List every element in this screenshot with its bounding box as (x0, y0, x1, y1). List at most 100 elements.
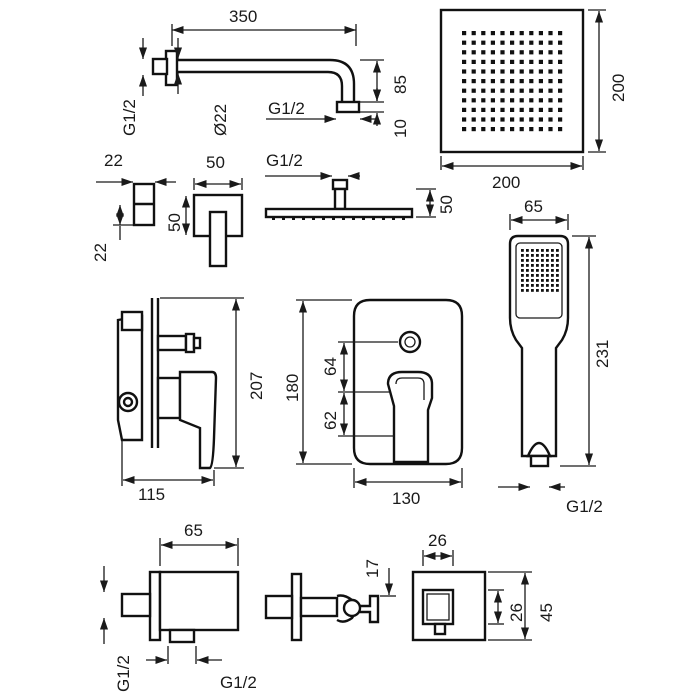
nozzle-dot (536, 259, 539, 262)
nozzle-dot (558, 79, 563, 84)
nozzle-dot (546, 274, 549, 277)
nozzle-dot (529, 127, 534, 132)
nozzle-dot (548, 31, 553, 36)
nozzle-dot (531, 269, 534, 272)
nozzle-dot (490, 107, 495, 112)
nozzle-dot (551, 269, 554, 272)
nozzle-dot (541, 254, 544, 257)
nozzle-tooth (352, 217, 355, 220)
nozzle-tooth (282, 217, 285, 220)
plate-width-label: 130 (392, 489, 420, 508)
hand-width-label: 65 (524, 197, 543, 216)
nozzle-dot (471, 117, 476, 122)
shower-head-side-view: G1/2 50 (264, 151, 456, 220)
nozzle-dot (500, 40, 505, 45)
nozzle-dot (462, 127, 467, 132)
valve-height-label: 207 (247, 372, 266, 400)
nozzle-dot (462, 117, 467, 122)
nozzle-dot (521, 274, 524, 277)
nozzle-dot (481, 31, 486, 36)
nozzle-dot (551, 289, 554, 292)
nozzle-dot (536, 249, 539, 252)
nozzle-dot (500, 107, 505, 112)
nozzle-dot (556, 269, 559, 272)
nozzle-dot (548, 59, 553, 64)
nozzle-dot (538, 40, 543, 45)
nozzle-tooth (272, 217, 275, 220)
nozzle-dot (548, 117, 553, 122)
nozzle-dot (490, 79, 495, 84)
nozzle-dot (526, 249, 529, 252)
nozzle-dot (529, 69, 534, 74)
nozzle-dot (551, 259, 554, 262)
nozzle-dot (548, 107, 553, 112)
nozzle-dot (526, 254, 529, 257)
nozzle-dot (529, 88, 534, 93)
nozzle-dot (510, 79, 515, 84)
valve-depth-label: 115 (138, 485, 165, 504)
nozzle-grid (462, 31, 563, 132)
rose-width-label: 22 (104, 151, 123, 170)
nozzle-dot (556, 274, 559, 277)
nozzle-dot (471, 88, 476, 93)
arm-length-label: 350 (229, 7, 257, 26)
nozzle-dot (556, 279, 559, 282)
nozzle-dot (556, 264, 559, 267)
diverter-knob-drawing: 50 50 (165, 153, 244, 268)
holder-outer-w-label: 26 (428, 531, 447, 550)
nozzle-dot (538, 107, 543, 112)
nozzle-dot (538, 127, 543, 132)
nozzle-dot (521, 259, 524, 262)
nozzle-dot (541, 279, 544, 282)
nozzle-dot (481, 59, 486, 64)
nozzle-dot (541, 264, 544, 267)
nozzle-dot (462, 50, 467, 55)
nozzle-dot (538, 88, 543, 93)
nozzle-dot (531, 249, 534, 252)
knob-width-label: 50 (206, 153, 225, 172)
nozzle-dot (500, 98, 505, 103)
nozzle-dot (526, 269, 529, 272)
nozzle-dot (529, 107, 534, 112)
nozzle-dot (519, 127, 524, 132)
nozzle-dot (519, 117, 524, 122)
nozzle-tooth (392, 217, 395, 220)
nozzle-dot (500, 69, 505, 74)
nozzle-dot (481, 98, 486, 103)
nozzle-dot (558, 31, 563, 36)
nozzle-dot (546, 254, 549, 257)
head-depth-label: 200 (609, 74, 628, 102)
nozzle-dot (529, 98, 534, 103)
nozzle-dot (526, 289, 529, 292)
nozzle-dot (558, 127, 563, 132)
nozzle-dot (536, 264, 539, 267)
nozzle-dot (481, 50, 486, 55)
nozzle-dot (548, 98, 553, 103)
nozzle-dot (548, 79, 553, 84)
nozzle-dot (471, 107, 476, 112)
nozzle-tooth (382, 217, 385, 220)
nozzle-dot (531, 254, 534, 257)
nozzle-tooth (312, 217, 315, 220)
nozzle-dot (510, 107, 515, 112)
nozzle-dot (490, 31, 495, 36)
nozzle-dot (481, 127, 486, 132)
head-side-label: 50 (437, 195, 456, 214)
nozzle-dot (536, 279, 539, 282)
nozzle-dot (541, 284, 544, 287)
nozzle-dot (556, 289, 559, 292)
nozzle-dot (541, 274, 544, 277)
nozzle-dot (471, 127, 476, 132)
nozzle-dot (490, 50, 495, 55)
wall-holder-front-view: 26 26 45 (411, 531, 556, 642)
nozzle-dot (538, 31, 543, 36)
nozzle-dot (481, 40, 486, 45)
nozzle-dot (500, 59, 505, 64)
wall-outlet-drawing: 65 G1/2 G1/2 (99, 521, 257, 692)
arm-tip-label: 10 (391, 119, 410, 138)
nozzle-dot (558, 117, 563, 122)
arm-thread-label: G1/2 (120, 99, 139, 136)
nozzle-dot (538, 98, 543, 103)
hand-shower-drawing: 65 231 G1/2 (498, 197, 612, 516)
nozzle-dot (526, 284, 529, 287)
